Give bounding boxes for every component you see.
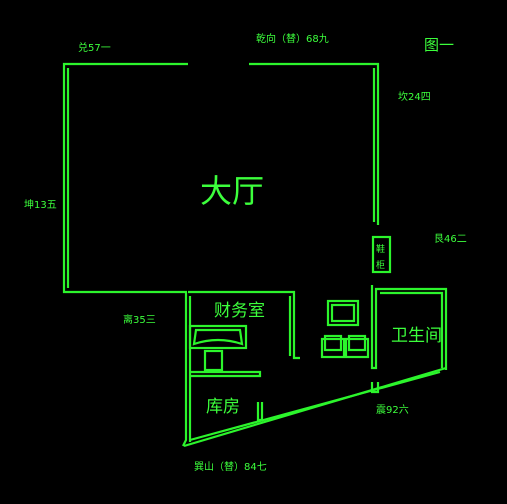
wall-finance-room [182, 292, 188, 447]
wall-bathroom-door-stub [370, 382, 380, 394]
wall-bathroom-inner [380, 291, 444, 368]
room-label-storage: 库房 [206, 397, 240, 417]
direction-label-top: 乾向（替）68九 [256, 32, 329, 45]
wall-storage-stub [256, 402, 264, 422]
sofa-right-seat [347, 334, 367, 352]
wall-bathroom [370, 285, 448, 370]
direction-label-bottom-right: 震92六 [376, 404, 409, 416]
tv-set [326, 299, 360, 327]
direction-label-bottom: 巽山（替）84七 [194, 460, 267, 473]
direction-label-left-mid: 坤13五 [24, 198, 57, 211]
finance-chair [203, 349, 224, 372]
room-label-hall: 大厅 [200, 172, 264, 210]
room-label-bathroom: 卫生间 [391, 326, 442, 346]
direction-label-top-left: 兑57一 [78, 41, 111, 54]
tv-screen [330, 303, 356, 323]
direction-label-right-mid: 艮46二 [434, 233, 467, 245]
cabinet-label-2: 柜 [376, 259, 385, 271]
sofa-right [344, 337, 370, 359]
wall-hall-top-left [62, 62, 188, 294]
sofa-left-seat [323, 334, 343, 352]
wall-hall-top-right [249, 62, 380, 225]
direction-label-right-upper: 坎24四 [398, 90, 431, 103]
cabinet-label-1: 鞋 [376, 243, 385, 255]
shoe-cabinet [371, 235, 392, 274]
figure-title: 图一 [424, 36, 454, 54]
wall-storage-top [190, 370, 262, 378]
sofa-left [320, 337, 346, 359]
wall-bottom-slant-inner [189, 370, 441, 442]
finance-desk [188, 324, 248, 350]
wall-finance-right [188, 290, 300, 360]
direction-label-left-lower: 离35三 [123, 313, 156, 326]
finance-desk-inner [192, 328, 244, 346]
room-label-finance: 财务室 [214, 301, 265, 321]
